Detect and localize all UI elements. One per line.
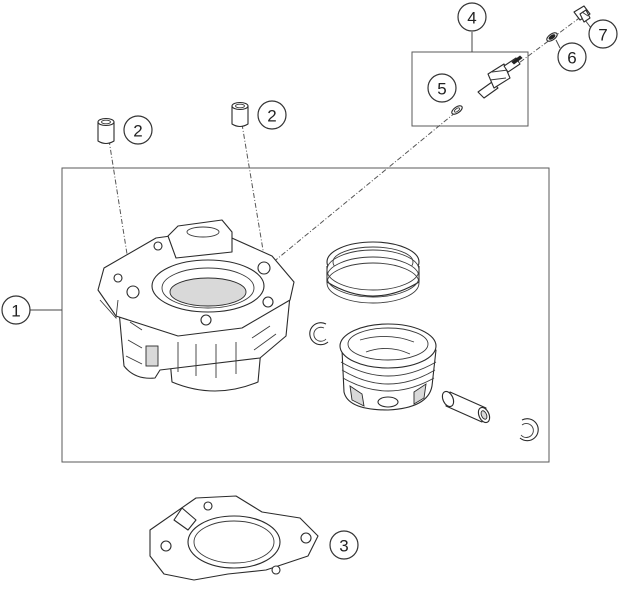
callout-2-right: 2 (257, 100, 287, 130)
piston-pin (441, 390, 491, 424)
callout-1-label: 1 (11, 302, 20, 321)
callout-7: 7 (588, 19, 618, 49)
small-seal-ring (451, 105, 463, 115)
circlip-left (309, 322, 329, 346)
callout-3-label: 3 (339, 537, 348, 556)
leader-lines (30, 19, 592, 311)
callout-2-right-label: 2 (267, 107, 276, 126)
piston-rings (326, 241, 420, 304)
callout-1: 1 (1, 295, 31, 325)
callout-6-label: 6 (567, 49, 576, 68)
seal-ring (546, 32, 558, 42)
cylinder-base-gasket (149, 495, 319, 581)
callout-3: 3 (329, 530, 359, 560)
cylinder-group-frame (61, 167, 550, 463)
screw-plug (573, 5, 591, 23)
piston (339, 323, 437, 411)
callout-6: 6 (557, 42, 587, 72)
callout-4-label: 4 (467, 9, 476, 28)
callout-2-left-label: 2 (133, 122, 142, 141)
cylinder (97, 219, 295, 392)
callout-7-label: 7 (598, 26, 607, 45)
dowel-pin-right (231, 101, 249, 128)
circlip-right (519, 418, 539, 442)
callout-2-left: 2 (123, 115, 153, 145)
callout-5-label: 5 (437, 80, 446, 99)
callout-4: 4 (457, 2, 487, 32)
temperature-sensor (477, 55, 523, 99)
dowel-pin-left (97, 117, 115, 145)
callout-5: 5 (427, 73, 457, 103)
spark-plug-group-frame (411, 51, 529, 127)
